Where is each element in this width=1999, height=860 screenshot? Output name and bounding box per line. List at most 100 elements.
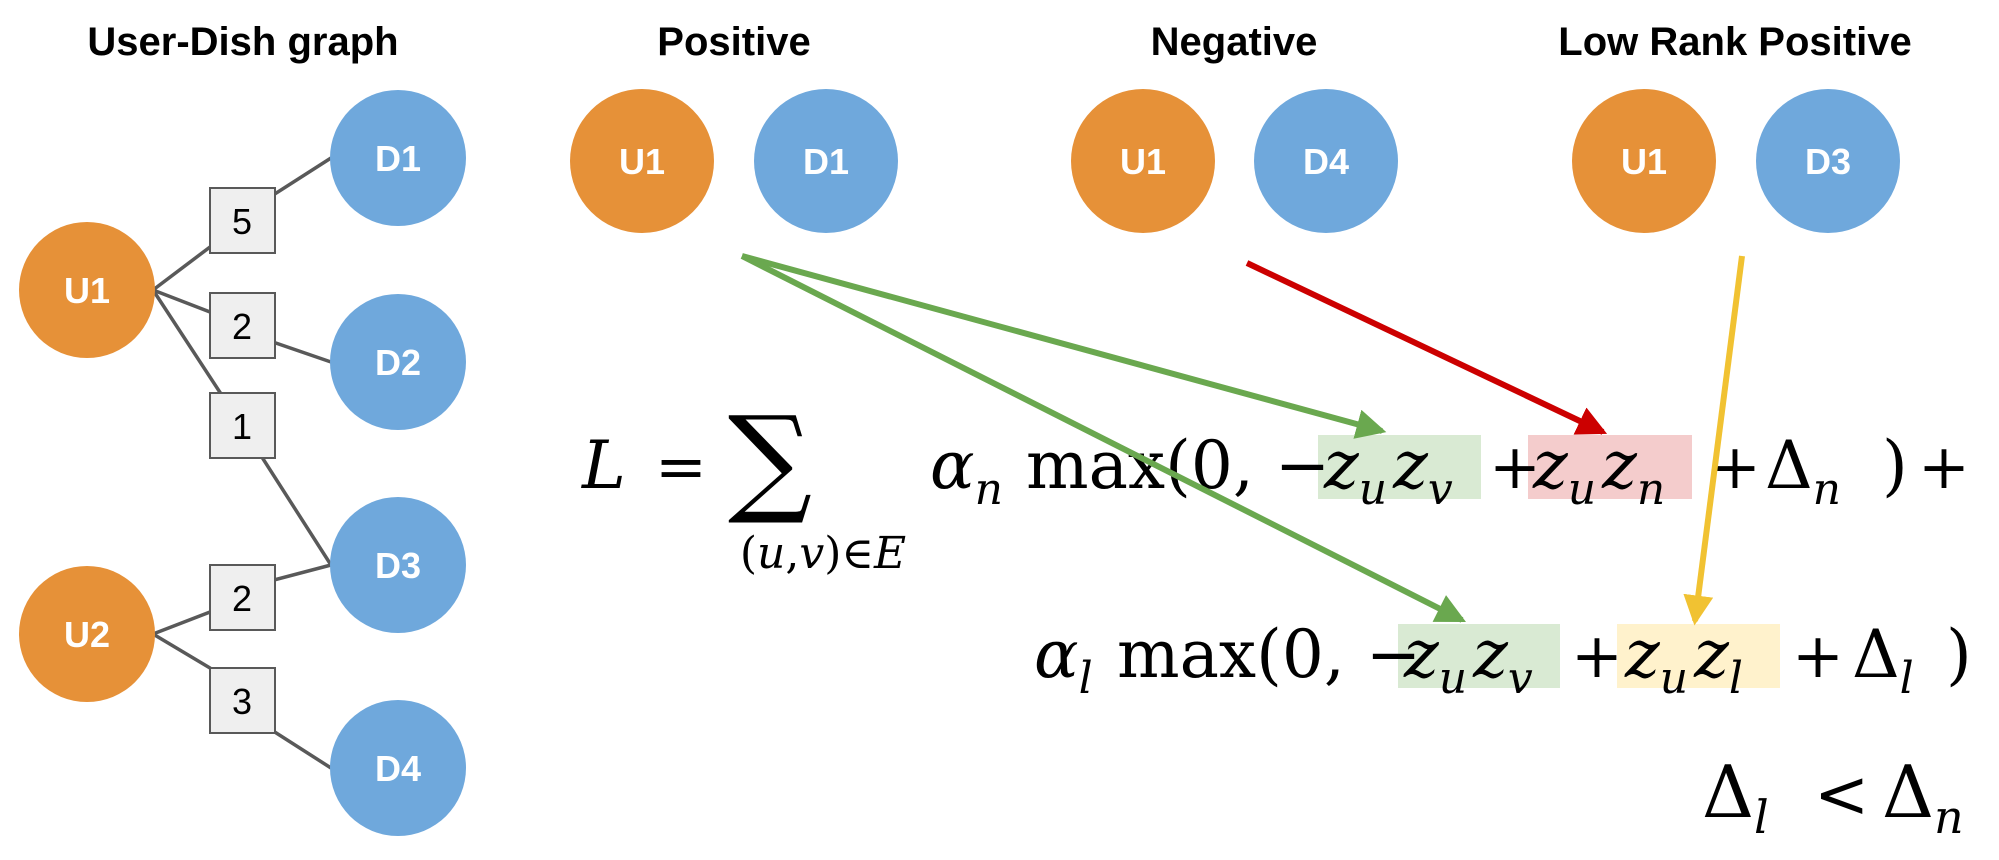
low-rank-user-node xyxy=(1572,89,1716,233)
low-rank-arrow xyxy=(1683,255,1745,626)
user-node-u1: U1 xyxy=(19,222,155,358)
positive-user-node xyxy=(570,89,714,233)
positive-pair: U1 D1 xyxy=(570,89,898,233)
positive-dish-node xyxy=(754,89,898,233)
graph-heading: User-Dish graph xyxy=(87,20,398,64)
positive-heading: Positive xyxy=(657,20,810,64)
positive-arrow-1 xyxy=(741,253,1387,439)
weight-box-u1-d2: 2 xyxy=(209,292,276,359)
delta-inequality: Δl < Δn xyxy=(1702,750,1964,844)
z-subscript: u xyxy=(1660,653,1688,704)
plus-3: + xyxy=(1918,430,1970,503)
weight-label: 2 xyxy=(232,578,252,619)
z-subscript: n xyxy=(1637,464,1665,515)
delta-subscript: n xyxy=(1813,464,1841,515)
zu-zn-term: zuzn xyxy=(1532,427,1665,515)
alpha-subscript: n xyxy=(975,464,1003,515)
sum-sub-E: E xyxy=(873,528,906,579)
z-subscript: l xyxy=(1729,653,1743,704)
equals-sign: = xyxy=(655,430,707,503)
z-symbol: z xyxy=(1532,427,1569,504)
plus-4: + xyxy=(1571,619,1623,692)
negative-pair: U1 D4 xyxy=(1071,89,1398,233)
delta-l-2: Δl xyxy=(1702,750,1769,844)
delta-l-1: Δl xyxy=(1852,616,1914,704)
delta-n-2: Δn xyxy=(1882,750,1964,844)
low-rank-dish-node xyxy=(1756,89,1900,233)
z-symbol: z xyxy=(1624,616,1661,693)
alpha-l: αl xyxy=(1034,616,1093,704)
low-rank-user-label: U1 xyxy=(1621,141,1667,182)
dish-node-d1: D1 xyxy=(330,90,466,226)
low-rank-positive-pair: U1 D3 xyxy=(1572,89,1900,233)
weight-box-u2-d4: 3 xyxy=(209,667,276,734)
negative-dish-label: D4 xyxy=(1303,141,1349,182)
node-label: D4 xyxy=(375,748,421,789)
z-symbol: z xyxy=(1601,427,1638,504)
delta-symbol: Δ xyxy=(1882,750,1934,834)
sum-sub-comma: , xyxy=(785,528,799,579)
z-symbol: z xyxy=(1693,616,1730,693)
weight-box-u1-d3: 1 xyxy=(209,392,276,459)
plus-1: + xyxy=(1489,430,1541,503)
z-symbol: z xyxy=(1323,427,1360,504)
alpha-n: αn xyxy=(930,427,1003,515)
dish-node-d3: D3 xyxy=(330,497,466,633)
sum-sub-u: u xyxy=(757,528,785,579)
positive-arrow-2 xyxy=(740,253,1467,623)
positive-dish-label: D1 xyxy=(803,141,849,182)
loss-symbol: L xyxy=(581,427,626,504)
sum-subscript: (u,v)∈E xyxy=(740,528,906,579)
z-subscript: v xyxy=(1508,653,1533,704)
delta-symbol: Δ xyxy=(1702,750,1754,834)
zu-zl-term: zuzl xyxy=(1624,616,1743,704)
z-subscript: u xyxy=(1359,464,1387,515)
positive-highlight-1 xyxy=(1318,435,1481,499)
close-paren-1: ) xyxy=(1882,427,1908,504)
negative-arrow xyxy=(1245,260,1608,435)
plus-5: + xyxy=(1792,619,1844,692)
delta-n-1: Δn xyxy=(1765,427,1841,515)
negative-heading: Negative xyxy=(1151,20,1318,64)
close-paren-2: ) xyxy=(1946,616,1972,693)
low-rank-positive-heading: Low Rank Positive xyxy=(1558,20,1911,64)
alpha-symbol: α xyxy=(930,427,975,504)
less-than-sign: < xyxy=(1814,756,1869,833)
negative-highlight xyxy=(1528,435,1692,499)
alpha-symbol: α xyxy=(1034,616,1079,693)
node-label: D2 xyxy=(375,342,421,383)
negative-dish-node xyxy=(1254,89,1398,233)
z-symbol: z xyxy=(1403,616,1440,693)
delta-subscript: n xyxy=(1934,790,1964,844)
negative-user-node xyxy=(1071,89,1215,233)
positive-user-label: U1 xyxy=(619,141,665,182)
node-label: U2 xyxy=(64,614,110,655)
delta-symbol: Δ xyxy=(1852,616,1900,693)
z-subscript: u xyxy=(1439,653,1467,704)
user-node-u2: U2 xyxy=(19,566,155,702)
weight-label: 2 xyxy=(232,306,252,347)
z-symbol: z xyxy=(1472,616,1509,693)
weight-label: 1 xyxy=(232,406,252,447)
sum-sub-open: ( xyxy=(740,528,757,579)
formula-line-1: L = ∑ (u,v)∈E αn max(0, − zuzv + zuzn + … xyxy=(581,390,1970,579)
dish-node-d2: D2 xyxy=(330,294,466,430)
positive-highlight-2 xyxy=(1398,624,1560,688)
node-label: D1 xyxy=(375,138,421,179)
weight-box-u1-d1: 5 xyxy=(209,187,276,254)
weight-box-u2-d3: 2 xyxy=(209,564,276,631)
formula-line-2: αl max(0, − zuzv + zuzl + Δl ) xyxy=(1034,616,1972,704)
delta-subscript: l xyxy=(1754,790,1769,844)
weight-label: 5 xyxy=(232,201,252,242)
delta-symbol: Δ xyxy=(1765,427,1813,504)
low-rank-dish-label: D3 xyxy=(1805,141,1851,182)
max-term-2: max(0, − xyxy=(1117,616,1421,693)
z-subscript: v xyxy=(1428,464,1453,515)
low-rank-highlight xyxy=(1617,624,1780,688)
node-label: U1 xyxy=(64,270,110,311)
zu-zv-term-1: zuzv xyxy=(1323,427,1453,515)
sum-symbol: ∑ xyxy=(728,390,812,528)
sum-sub-in: ∈ xyxy=(841,528,874,579)
delta-subscript: l xyxy=(1900,653,1914,704)
